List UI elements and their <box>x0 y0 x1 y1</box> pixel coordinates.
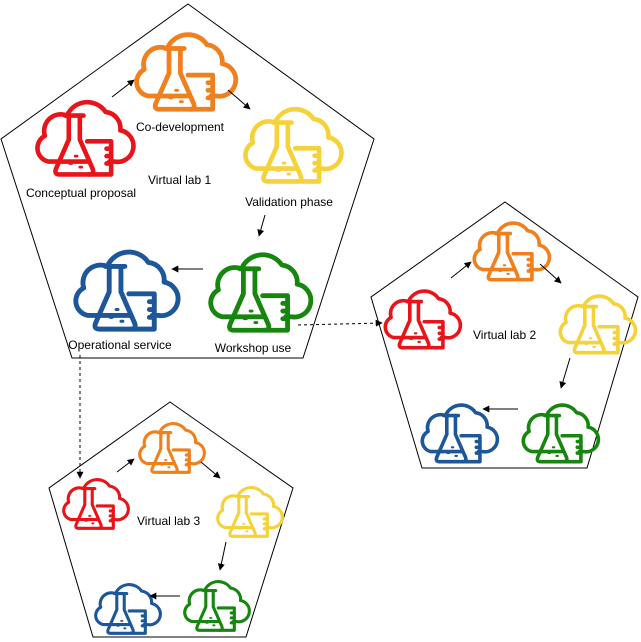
lab-1-title: Virtual lab 1 <box>148 173 211 187</box>
cloud-lab-icon-yellow <box>216 485 284 538</box>
cloud-lab-icon <box>211 255 311 330</box>
cloud-lab-icon <box>37 102 133 174</box>
stage-conceptual-proposal: Conceptual proposal <box>26 102 136 200</box>
cloud-lab-icon-green <box>183 579 251 632</box>
stage-label: Workshop use <box>215 341 292 355</box>
arrow-conceptual-to-codev <box>111 79 135 98</box>
arrow-lab3-red-to-orange <box>116 458 135 473</box>
lab-2-title: Virtual lab 2 <box>473 328 536 342</box>
cloud-lab-icon <box>137 35 236 110</box>
arrow-lab3-yellow-to-green <box>217 541 227 571</box>
arrow-lab2-yellow-to-green <box>559 357 571 389</box>
stage-operational-service: Operational service <box>68 252 178 352</box>
stage-label: Co-development <box>136 120 225 134</box>
stage-label: Conceptual proposal <box>26 186 136 200</box>
cloud-lab-icon-orange <box>138 421 206 474</box>
lab-3-pentagon <box>48 401 294 638</box>
cloud-lab-icon <box>76 252 178 329</box>
cloud-lab-icon-green <box>521 403 601 464</box>
arrow-lab3-orange-to-yellow <box>200 461 221 479</box>
stage-label: Validation phase <box>245 195 333 209</box>
virtual-lab-2: Virtual lab 2 <box>370 201 639 469</box>
arrow-codev-to-validation <box>227 89 251 110</box>
lab-3-title: Virtual lab 3 <box>137 514 200 528</box>
cloud-lab-icon-blue <box>94 582 162 635</box>
lab-2-pentagon <box>370 201 639 469</box>
cloud-lab-icon-yellow <box>558 294 638 355</box>
arrow-validation-to-workshop <box>257 214 266 237</box>
stage-workshop-use: Workshop use <box>211 255 311 355</box>
stage-label: Operational service <box>68 338 172 352</box>
virtual-lab-1: Virtual lab 1 Conceptual proposal Co-dev… <box>0 3 375 359</box>
virtual-lab-3: Virtual lab 3 <box>48 401 294 638</box>
dashed-link-workshop-to-lab-2 <box>297 319 383 327</box>
stage-validation-phase: Validation phase <box>245 109 341 209</box>
lab-1-pentagon <box>0 3 375 359</box>
cloud-lab-icon-red <box>62 477 130 530</box>
cloud-lab-icon <box>245 109 341 181</box>
cloud-lab-icon-red <box>383 289 463 350</box>
stage-co-development: Co-development <box>136 35 236 134</box>
cloud-lab-icon-orange <box>472 221 552 282</box>
cloud-lab-icon-blue <box>420 403 500 464</box>
arrow-lab2-orange-to-yellow <box>539 263 562 284</box>
arrow-lab2-red-to-orange <box>450 261 472 279</box>
